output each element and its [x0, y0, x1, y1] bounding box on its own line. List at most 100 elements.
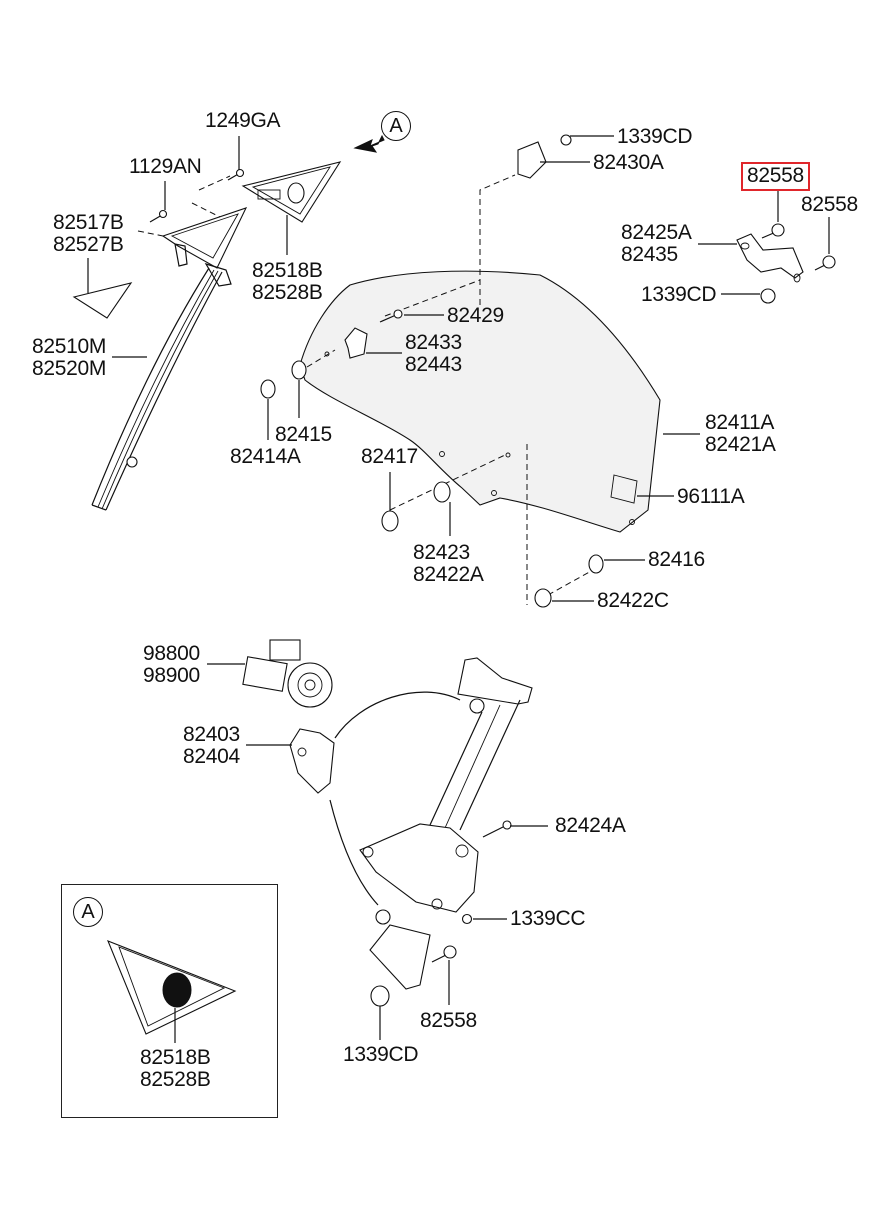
part-number: 1249GA	[205, 109, 281, 132]
part-number: 82558	[747, 164, 804, 187]
nut-1339cd-bracket	[760, 288, 776, 304]
label-82417[interactable]: 82417	[361, 446, 418, 468]
part-number: 82424A	[555, 814, 626, 837]
part-number: 98900	[143, 664, 200, 687]
sail-cover	[241, 161, 342, 223]
part-number: 1129AN	[129, 155, 202, 178]
part-number: 82404	[183, 745, 240, 768]
bolt-82558-b	[814, 255, 836, 271]
washer-82415	[291, 360, 307, 380]
part-number: 82416	[648, 548, 705, 571]
part-number: 82510M	[32, 335, 107, 358]
clip-82433	[344, 327, 368, 359]
part-number: 82435	[621, 243, 678, 266]
part-number: 82433	[405, 331, 462, 354]
part-number: 82425A	[621, 221, 692, 244]
label-82414a[interactable]: 82414A	[230, 446, 301, 468]
part-number: 82518B	[140, 1046, 211, 1069]
label-82558-right[interactable]: 82558	[801, 194, 858, 216]
part-number: 82517B	[53, 211, 124, 234]
part-number: 82430A	[593, 151, 664, 174]
bolt-82558-bottom	[431, 945, 457, 963]
part-number: 82527B	[53, 233, 124, 256]
label-82558-bottom[interactable]: 82558	[420, 1010, 477, 1032]
part-number: 1339CD	[617, 125, 693, 148]
part-number: 82414A	[230, 445, 301, 468]
view-arrow	[353, 134, 385, 153]
part-number: 98800	[143, 642, 200, 665]
label-1129an[interactable]: 1129AN	[129, 156, 202, 178]
guide-rail	[91, 262, 232, 511]
leader-lines	[87, 135, 830, 1040]
nut-1339cd-bottom	[370, 985, 390, 1007]
part-number: 1339CD	[343, 1043, 419, 1066]
part-number: 82421A	[705, 433, 776, 456]
nut-1339cc	[461, 913, 473, 925]
label-1339cd-top[interactable]: 1339CD	[617, 125, 693, 148]
part-number: 82518B	[252, 259, 323, 282]
bolt-82424a	[482, 820, 512, 838]
part-number: 1339CD	[641, 283, 717, 306]
view-callout-a: A	[381, 111, 411, 141]
part-number: 82558	[420, 1009, 477, 1032]
bracket-82425a	[736, 233, 804, 283]
quarter-window-trim	[137, 175, 248, 269]
washer-82423	[433, 481, 451, 503]
screw-1129an	[149, 209, 168, 223]
bushing-82416	[588, 554, 604, 574]
part-number: 82423	[413, 541, 470, 564]
label-82558-highlighted[interactable]: 82558	[741, 162, 810, 191]
part-number: 82528B	[252, 281, 323, 304]
part-number: 82403	[183, 723, 240, 746]
part-number: 82528B	[140, 1068, 211, 1091]
speaker-grille-icon	[162, 972, 192, 1008]
part-number: 1339CC	[510, 907, 586, 930]
bolt-82558-a	[761, 223, 785, 239]
label-1249ga[interactable]: 1249GA	[205, 109, 281, 132]
motor-98800	[242, 639, 333, 708]
glass-label-sticker	[610, 474, 638, 504]
label-82424a[interactable]: 82424A	[555, 815, 626, 837]
part-number: 96111A	[677, 485, 745, 508]
part-number: 82422C	[597, 589, 669, 612]
window-glass	[299, 270, 661, 533]
grommet-82414a	[260, 379, 276, 399]
label-82422c[interactable]: 82422C	[597, 590, 669, 612]
screw-1249ga	[227, 168, 245, 181]
grommet-82417	[381, 510, 399, 532]
part-number: 82422A	[413, 563, 484, 586]
label-82416[interactable]: 82416	[648, 549, 705, 571]
inset-callout-a: A	[73, 897, 103, 927]
inset-drawing	[107, 940, 237, 1043]
label-82430a[interactable]: 82430A	[593, 152, 664, 174]
part-number: 82417	[361, 445, 418, 468]
glass-clip-82430a	[517, 134, 572, 179]
label-1339cd-bottom[interactable]: 1339CD	[343, 1043, 419, 1066]
bolt-82429	[379, 309, 403, 323]
part-number: 82429	[447, 304, 504, 327]
label-1339cc[interactable]: 1339CC	[510, 907, 586, 930]
label-1339cd-bracket[interactable]: 1339CD	[641, 283, 717, 306]
part-number: 82520M	[32, 357, 107, 380]
part-number: 82411A	[705, 411, 775, 434]
label-82429[interactable]: 82429	[447, 305, 504, 327]
label-96111a[interactable]: 96111A	[677, 486, 745, 508]
part-number: 82558	[801, 193, 858, 216]
label-82415[interactable]: 82415	[275, 424, 332, 446]
part-number: 82415	[275, 423, 332, 446]
washer-82422c	[534, 588, 552, 608]
part-number: 82443	[405, 353, 462, 376]
